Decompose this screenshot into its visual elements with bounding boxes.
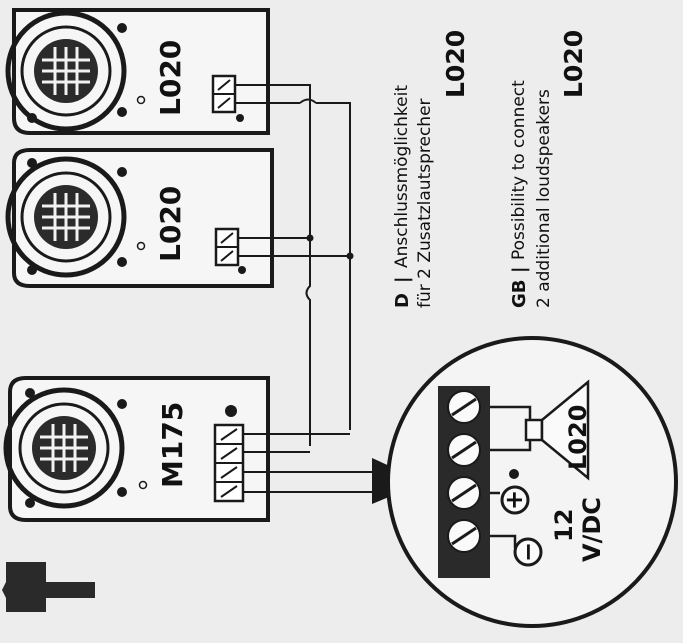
legend-gb-code: GB [509,280,530,309]
model-label: M175 [156,402,189,488]
loudspeaker-icon [490,379,590,481]
svg-text:+: + [500,490,528,510]
voltage-label: 12 [550,509,578,542]
plus-icon: + [500,485,530,515]
screw-terminal [447,390,481,424]
screw-terminal [447,476,481,510]
unit-label: V/DC [578,497,606,562]
legend-de-line2: für 2 Zusatzlautsprecher [415,98,435,308]
legend-gb-separator: | [509,266,530,273]
legend-gb-model: L020 [559,30,588,98]
loudspeaker-unit-l020-b: L020 [5,8,270,135]
minus-icon: − [513,537,543,567]
screw-terminal [447,433,481,467]
legend-de: D | Anschlussmöglichkeit für 2 Zusatzlau… [392,30,470,308]
terminal-detail: + − L020 12 V/DC [386,336,678,628]
speaker-model-label: L020 [564,405,592,470]
terminal-block [214,227,240,267]
legend-gb-line1: Possibility to connect [509,80,529,260]
terminal-block [211,74,237,114]
wiring [235,84,372,493]
model-label: L020 [154,40,187,116]
model-label: L020 [154,186,187,262]
screw-terminal [447,519,481,553]
legend-gb-line2: 2 additional loudspeakers [534,89,554,308]
legend-gb: GB | Possibility to connect 2 additional… [509,30,588,308]
legend-de-code: D [392,293,413,308]
speaker-grille-icon [3,387,125,509]
intercom-unit-m175: M175 [3,376,270,522]
legend-de-separator: | [392,276,413,283]
legend-de-line1: Anschlussmöglichkeit [392,85,412,268]
loudspeaker-unit-l020-a: L020 [5,148,274,288]
legend-de-model: L020 [441,30,470,98]
speaker-grille-icon [5,156,127,278]
speaker-grille-icon [5,10,127,132]
svg-text:−: − [514,542,542,562]
figure-number-1 [2,562,95,612]
terminal-block [213,423,245,503]
